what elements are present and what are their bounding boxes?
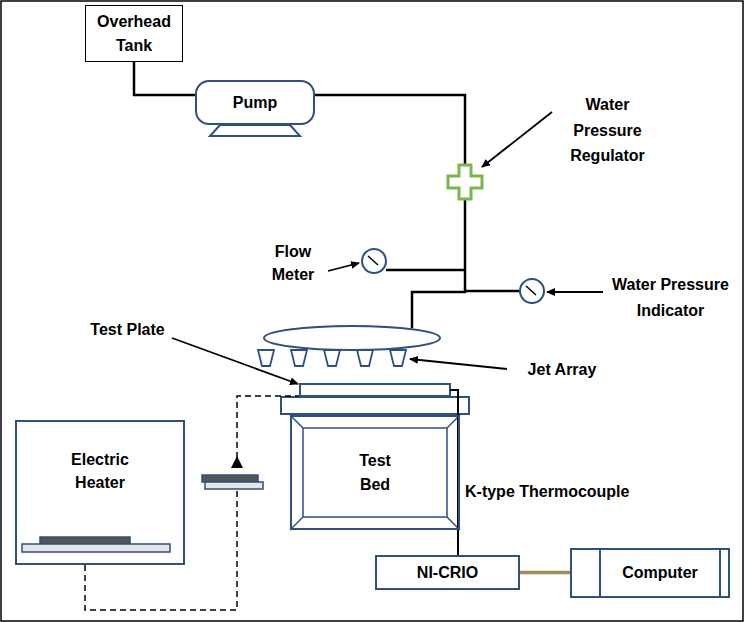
leader-arrows <box>172 112 603 384</box>
part-label: Water Pressure Indicator <box>608 272 733 323</box>
leader-arrow <box>328 263 359 271</box>
box-text: NI-CRIO <box>417 561 478 584</box>
heater-base <box>22 544 170 552</box>
leader-arrow <box>482 112 552 167</box>
water-pipe <box>315 95 465 165</box>
computer-bezel <box>719 548 721 598</box>
box-text: Pump <box>233 91 277 114</box>
box-text: Overhead Tank <box>94 10 174 56</box>
jet-nozzle <box>291 350 307 366</box>
computer-box: Computer <box>570 548 730 598</box>
part-label: Flow Meter <box>262 240 324 286</box>
connector-line <box>520 571 570 575</box>
indicator-pipe <box>465 290 520 293</box>
heater-box: Electric Heater <box>15 420 185 565</box>
leader-arrow <box>547 291 603 293</box>
test-plate <box>300 384 450 396</box>
part-label: Water Pressure Regulator <box>555 92 660 169</box>
transfer-plate-base <box>205 482 263 489</box>
test-bed-top <box>281 397 469 414</box>
test-bed-bevel <box>290 415 460 530</box>
water-pipe <box>412 199 465 328</box>
test-bed-box: Test Bed <box>290 415 460 530</box>
box-text: Test Bed <box>345 449 405 495</box>
pressure-indicator-symbol <box>520 279 544 303</box>
controller-box: NI-CRIO <box>375 555 520 590</box>
flow-meter-pipe <box>386 269 465 272</box>
jet-nozzle <box>258 350 274 366</box>
pump-box: Pump <box>195 80 315 125</box>
flow-meter-symbol <box>362 249 386 273</box>
gauge-needle <box>526 286 536 295</box>
box-text: Electric Heater <box>45 448 155 494</box>
connector-line <box>134 62 195 95</box>
transfer-plate <box>202 475 258 482</box>
plate-transfer-path <box>85 490 237 610</box>
test-bed-inner <box>303 428 447 517</box>
heater-plate <box>40 537 130 544</box>
leader-arrow <box>172 338 298 384</box>
part-label: K-type Thermocouple <box>465 480 655 503</box>
jet-nozzle <box>324 350 340 366</box>
gauge-needle <box>368 256 378 265</box>
part-label: Test Plate <box>70 318 185 341</box>
jet-nozzles <box>258 350 406 366</box>
computer-bezel <box>599 548 601 598</box>
leader-arrow <box>410 359 507 369</box>
box-text: Computer <box>622 561 698 584</box>
pump-base <box>210 125 300 136</box>
transfer-arrowhead <box>231 456 243 468</box>
jet-nozzle <box>357 350 373 366</box>
jet-manifold <box>264 326 440 350</box>
jet-nozzle <box>390 350 406 366</box>
tank-box: Overhead Tank <box>85 5 183 62</box>
pressure-regulator-symbol <box>448 165 482 199</box>
part-label: Jet Array <box>512 358 612 381</box>
